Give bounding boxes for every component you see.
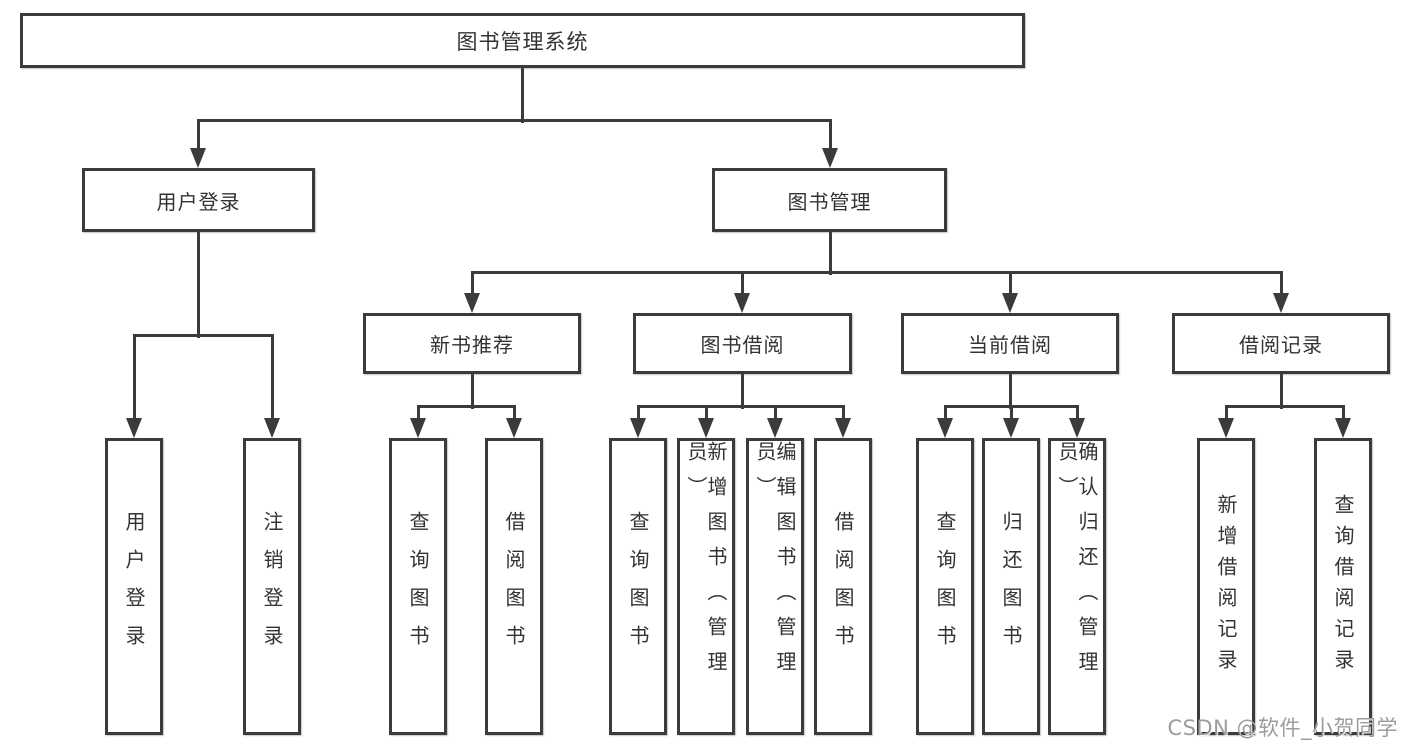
- leaf-edit-books-admin: 编辑图书（管理员）: [746, 438, 804, 735]
- arrow-down-icon: [190, 148, 206, 168]
- connector-stem: [740, 272, 744, 301]
- connector-stem: [470, 374, 474, 409]
- leaf-confirm-return-admin: 确认归还（管理员）: [1048, 438, 1106, 735]
- leaf-borrow-books-borrow: 借阅图书: [814, 438, 872, 735]
- arrow-down-icon: [506, 418, 522, 438]
- node-label: 查询图书: [933, 510, 957, 663]
- node-label: 注销登录: [260, 510, 284, 663]
- node-label: 查询图书: [406, 510, 430, 663]
- node-label: 新增图书（管理员）: [684, 441, 728, 686]
- connector-stem: [841, 406, 845, 426]
- arrow-down-icon: [937, 418, 953, 438]
- leaf-add-borrow-record: 新增借阅记录: [1197, 438, 1255, 735]
- connector-bar: [470, 270, 1283, 274]
- node-label: 归还图书: [999, 510, 1023, 663]
- connector-stem: [1009, 406, 1013, 426]
- connector-stem: [132, 335, 136, 426]
- connector-stem: [1279, 374, 1283, 409]
- arrow-down-icon: [410, 418, 426, 438]
- arrow-down-icon: [822, 148, 838, 168]
- leaf-borrow-books-recommend: 借阅图书: [485, 438, 543, 735]
- node-new-book-recommend: 新书推荐: [363, 313, 581, 374]
- node-label: 借阅记录: [1239, 333, 1323, 357]
- arrow-down-icon: [734, 293, 750, 313]
- csdn-watermark: CSDN @软件_小贺同学: [1167, 716, 1398, 740]
- connector-stem: [1008, 374, 1012, 409]
- connector-stem: [416, 406, 420, 426]
- connector-stem: [270, 335, 274, 426]
- node-label: 编辑图书（管理员）: [753, 441, 797, 686]
- connector-bar: [416, 404, 516, 408]
- leaf-query-borrow-record: 查询借阅记录: [1314, 438, 1372, 735]
- connector-bar: [1224, 404, 1345, 408]
- connector-stem: [520, 68, 524, 123]
- arrow-down-icon: [1273, 293, 1289, 313]
- connector-stem: [740, 374, 744, 409]
- node-label: 用户登录: [122, 510, 146, 663]
- connector-stem: [1008, 272, 1012, 301]
- connector-stem: [1224, 406, 1228, 426]
- arrow-down-icon: [1218, 418, 1234, 438]
- arrow-down-icon: [126, 418, 142, 438]
- node-borrow-records: 借阅记录: [1172, 313, 1390, 374]
- node-label: 借阅图书: [502, 510, 526, 663]
- arrow-down-icon: [767, 418, 783, 438]
- connector-stem: [512, 406, 516, 426]
- connector-stem: [1341, 406, 1345, 426]
- leaf-query-books-current: 查询图书: [916, 438, 974, 735]
- connector-stem: [1279, 272, 1283, 301]
- leaf-return-books: 归还图书: [982, 438, 1040, 735]
- node-book-management: 图书管理: [712, 168, 947, 232]
- node-label: 确认归还（管理员）: [1055, 441, 1099, 686]
- leaf-query-books-borrow: 查询图书: [609, 438, 667, 735]
- arrow-down-icon: [1335, 418, 1351, 438]
- arrow-down-icon: [264, 418, 280, 438]
- connector-stem: [773, 406, 777, 426]
- connector-stem: [470, 272, 474, 301]
- node-label: 当前借阅: [968, 333, 1052, 357]
- connector-stem: [828, 120, 832, 156]
- leaf-add-books-admin: 新增图书（管理员）: [677, 438, 735, 735]
- connector-stem: [943, 406, 947, 426]
- leaf-query-books-recommend: 查询图书: [389, 438, 447, 735]
- connector-bar: [196, 118, 832, 122]
- node-label: 用户登录: [156, 189, 241, 214]
- leaf-logout: 注销登录: [243, 438, 301, 735]
- node-label: 查询借阅记录: [1331, 493, 1355, 680]
- leaf-user-login: 用户登录: [105, 438, 163, 735]
- node-label: 新增借阅记录: [1214, 493, 1238, 680]
- node-label: 图书管理: [787, 189, 872, 214]
- arrow-down-icon: [1069, 418, 1085, 438]
- node-label: 图书借阅: [700, 333, 785, 357]
- arrow-down-icon: [835, 418, 851, 438]
- node-current-borrow: 当前借阅: [901, 313, 1119, 374]
- connector-stem: [196, 232, 200, 338]
- node-label: 图书管理系统: [456, 29, 589, 54]
- connector-stem: [704, 406, 708, 426]
- arrow-down-icon: [1003, 418, 1019, 438]
- node-root-library-system: 图书管理系统: [20, 13, 1025, 68]
- node-book-borrow: 图书借阅: [633, 313, 852, 374]
- node-label: 查询图书: [626, 510, 650, 663]
- connector-bar: [636, 404, 845, 408]
- connector-bar: [132, 333, 274, 337]
- connector-stem: [1075, 406, 1079, 426]
- connector-stem: [828, 232, 832, 275]
- arrow-down-icon: [630, 418, 646, 438]
- node-user-login: 用户登录: [82, 168, 315, 232]
- arrow-down-icon: [698, 418, 714, 438]
- arrow-down-icon: [464, 293, 480, 313]
- connector-stem: [196, 120, 200, 156]
- node-label: 借阅图书: [831, 510, 855, 663]
- connector-stem: [636, 406, 640, 426]
- node-label: 新书推荐: [430, 333, 514, 357]
- arrow-down-icon: [1002, 293, 1018, 313]
